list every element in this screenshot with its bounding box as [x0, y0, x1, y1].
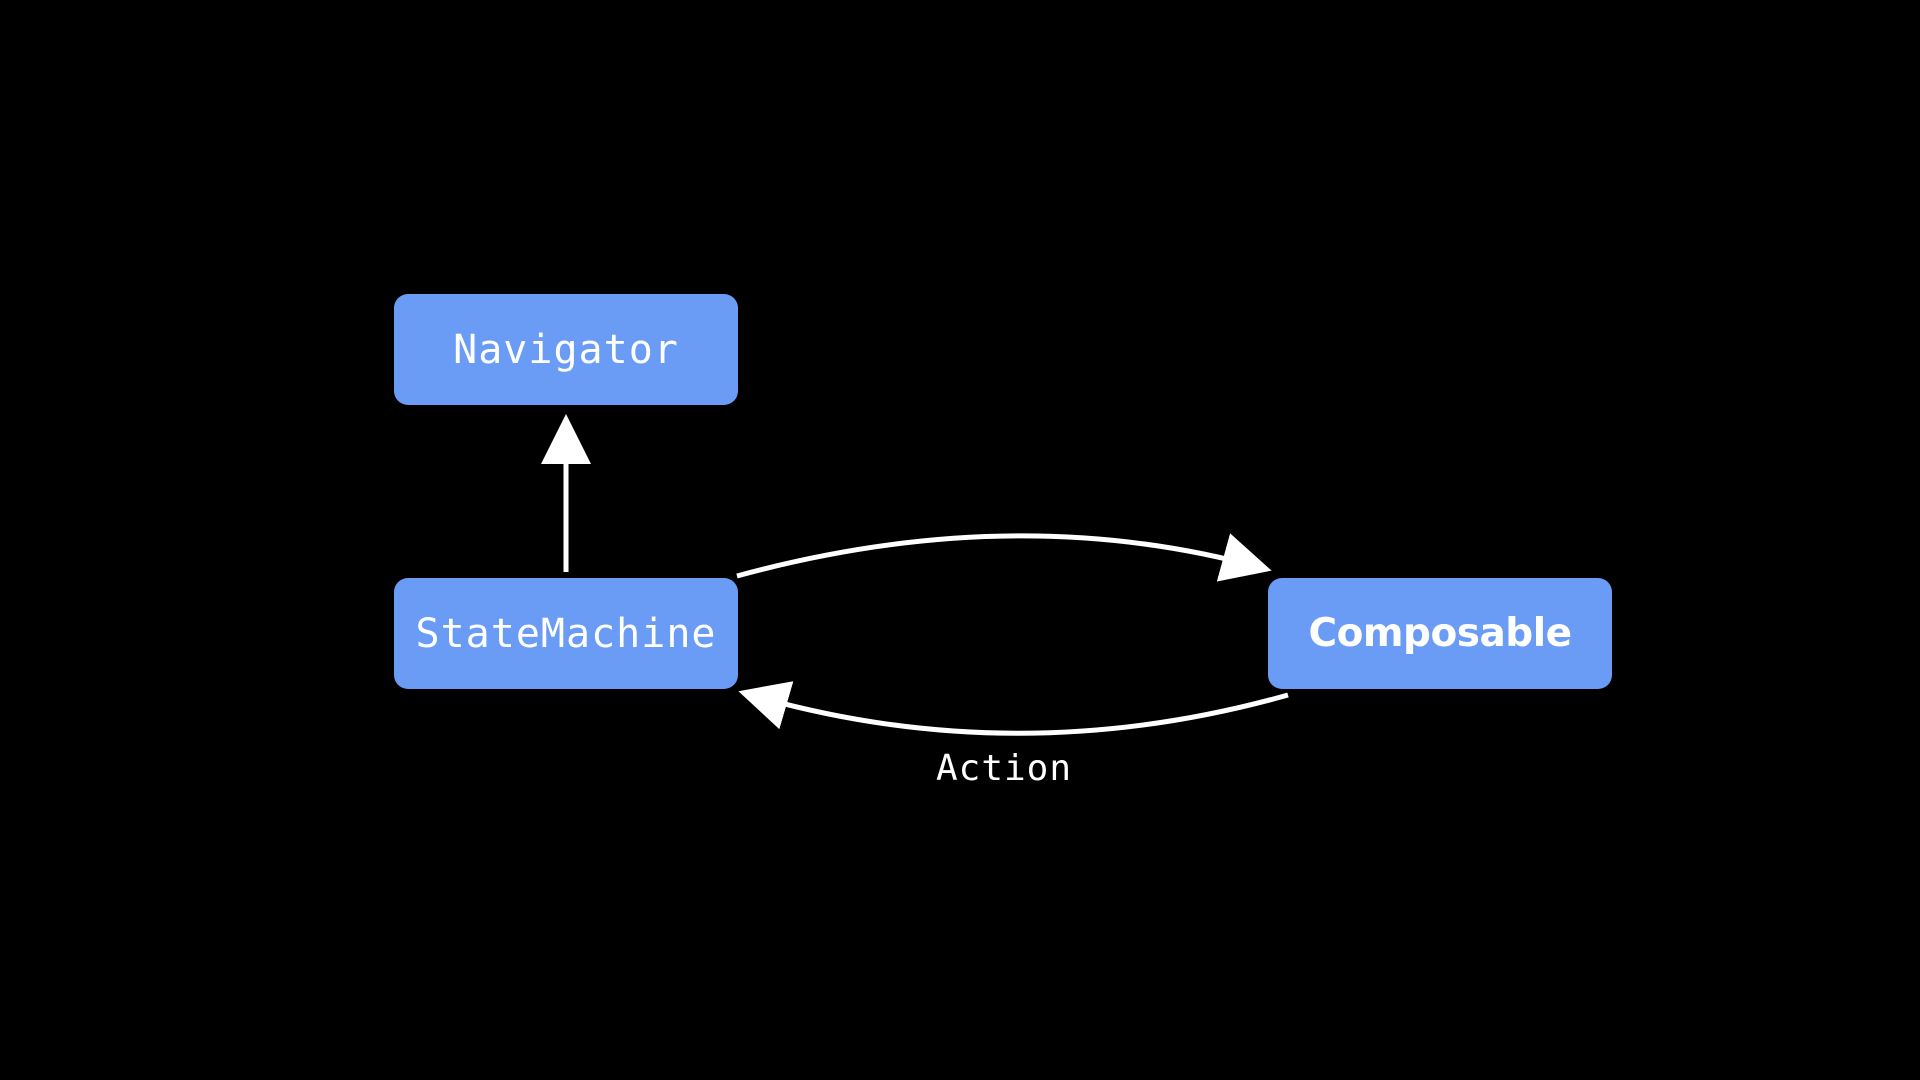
edge-statemachine-to-composable [736, 533, 1272, 582]
composable-node: Composable [1268, 578, 1612, 689]
statemachine-node: StateMachine [394, 578, 738, 689]
navigator-label: Navigator [453, 326, 679, 373]
action-edge-label: Action [935, 748, 1073, 789]
edge-composable-to-statemachine [738, 681, 1289, 736]
navigator-node: Navigator [394, 294, 738, 405]
statemachine-label: StateMachine [415, 610, 717, 657]
composable-label: Composable [1308, 611, 1572, 656]
